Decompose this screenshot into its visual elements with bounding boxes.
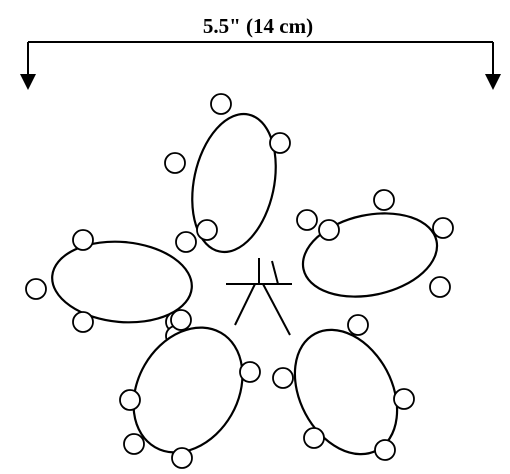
picot — [429, 276, 451, 298]
picot — [119, 389, 141, 411]
measurement-right-arrow-icon — [485, 74, 501, 90]
center-right-stem — [271, 260, 279, 285]
picot — [347, 314, 369, 336]
picot — [272, 367, 294, 389]
ring-outline — [191, 112, 277, 254]
center-right-leg — [262, 283, 291, 336]
picot — [175, 231, 197, 253]
picot — [432, 217, 454, 239]
ring-outline — [51, 240, 193, 324]
picot — [196, 219, 218, 241]
measurement-bracket: 5.5" (14 cm) — [20, 14, 501, 90]
picot — [72, 229, 94, 251]
measurement-label: 5.5" (14 cm) — [203, 14, 313, 38]
picot — [72, 311, 94, 333]
ring-left — [25, 229, 193, 347]
ring-outline — [132, 326, 244, 454]
picot — [25, 278, 47, 300]
measurement-left-arrow-icon — [20, 74, 36, 90]
center-left-leg — [234, 283, 256, 326]
picot — [374, 439, 396, 461]
center-join-mark — [226, 258, 292, 336]
picot — [210, 93, 232, 115]
picot — [303, 427, 325, 449]
picot — [393, 388, 415, 410]
picot — [239, 361, 261, 383]
picot — [123, 433, 145, 455]
picot — [164, 152, 186, 174]
picot — [296, 209, 318, 231]
ring-bottom-right — [272, 314, 415, 461]
picot — [373, 189, 395, 211]
picot — [171, 447, 193, 469]
picot — [170, 309, 192, 331]
ring-right — [296, 189, 454, 298]
picot — [318, 219, 340, 241]
ring-bottom-left — [119, 309, 261, 469]
picot — [269, 132, 291, 154]
ring-top — [164, 93, 291, 254]
